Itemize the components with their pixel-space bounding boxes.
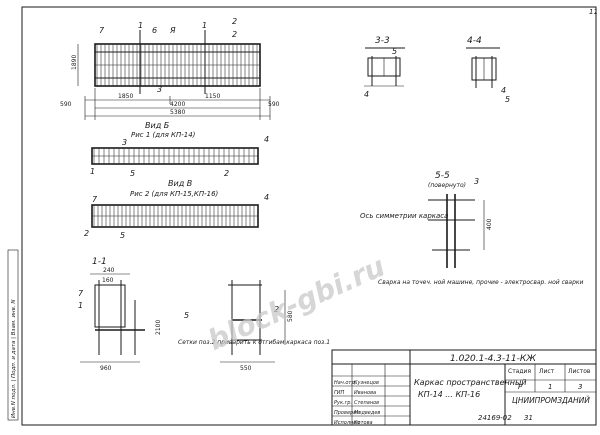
- view-1-1-callout-5: 5: [184, 311, 189, 320]
- view-5-5: [428, 194, 485, 268]
- view-b-subtitle: Рис 1 (для КП-14): [131, 131, 196, 139]
- cut-mark-a: Я: [169, 26, 176, 35]
- signature-role: Исполнил: [334, 420, 361, 426]
- view-v-title: Вид В: [168, 179, 192, 188]
- title-block: [331, 349, 597, 426]
- dim-1850: 1850: [118, 93, 133, 100]
- view-4-4-title: 4-4: [467, 36, 482, 46]
- dim-580: 580: [287, 310, 294, 322]
- view-v-callout-2: 2: [84, 229, 89, 238]
- sheet-number: 31: [524, 414, 533, 422]
- signature-name: Медведев: [354, 410, 380, 416]
- view-5-5-title: 5-5: [435, 171, 450, 181]
- view-4-4-callout-4: 4: [501, 86, 506, 95]
- view-4-4: [466, 47, 500, 88]
- view-1-1-callout-1: 1: [78, 301, 83, 310]
- callout-1: 1: [202, 21, 207, 30]
- sheet-header: Лист: [539, 368, 555, 375]
- left-stamp-box: [7, 249, 19, 421]
- callout-7: 7: [99, 26, 105, 35]
- view-4-4-callout-5: 5: [505, 95, 510, 104]
- view-1-1-title: 1-1: [92, 257, 107, 267]
- dim-590-left: 590: [60, 101, 72, 108]
- view-v-callout-4: 4: [264, 193, 269, 202]
- dim-240: 240: [103, 267, 115, 274]
- view-3-3-callout-5: 5: [392, 47, 397, 56]
- note-symmetry-axis: Ось симметрии каркаса: [360, 212, 448, 220]
- view-b: [91, 147, 259, 165]
- dim-160: 160: [102, 277, 114, 284]
- item-name-line2: КП-14 ... КП-16: [418, 390, 480, 399]
- callout-3: 3: [157, 85, 162, 94]
- dim-1890: 1890: [71, 55, 78, 70]
- signature-role: Нач.отд.: [334, 380, 356, 386]
- inventory-number: 24169-02: [478, 414, 512, 422]
- left-stamp-text: Инв.N подл. | Подп. и дата | Взам. инв. …: [11, 300, 17, 419]
- signature-role: ГИП: [334, 390, 345, 396]
- organization: ЦНИИПРОМЗДАНИЙ: [512, 396, 590, 405]
- dim-2100: 2100: [155, 320, 162, 335]
- item-name-line1: Каркас пространственный: [414, 378, 526, 387]
- view-1-1-callout-7: 7: [78, 289, 84, 298]
- note-welding: Сварка на точеч. ной машине, прочие - эл…: [378, 279, 584, 286]
- view-5-5-callout-3: 3: [474, 177, 479, 186]
- note-weld-meshes: Сетки поз.2 приварить к отгибам каркаса …: [178, 339, 330, 346]
- view-5-5-note: (повернуто): [428, 182, 466, 189]
- signature-role: Проверил: [334, 410, 360, 416]
- view-1-1-callout-2: 2: [274, 305, 279, 314]
- view-3-3-title: 3-3: [375, 36, 390, 46]
- dim-960-left: 960: [100, 365, 112, 372]
- view-b-callout-2: 2: [224, 169, 229, 178]
- cut-mark-1: 1: [138, 21, 143, 30]
- dim-1150: 1150: [205, 93, 220, 100]
- view-v-subtitle: Рис 2 (для КП-15,КП-16): [130, 190, 219, 198]
- view-b-callout-4: 4: [264, 135, 269, 144]
- cut-mark-2: 2: [232, 30, 237, 39]
- view-b-title: Вид Б: [145, 121, 170, 130]
- sheet-frame: [21, 6, 597, 426]
- view-b-callout-5: 5: [130, 169, 135, 178]
- sheet-value: 1: [548, 383, 552, 391]
- dim-5380: 5380: [170, 109, 185, 116]
- signature-name: Степанов: [354, 400, 379, 406]
- stage-value: Р: [518, 383, 523, 391]
- view-3-3-callout-4: 4: [364, 90, 369, 99]
- view-b-callout-3: 3: [122, 138, 127, 147]
- dim-590-right: 590: [268, 101, 280, 108]
- callout-6: 6: [152, 26, 157, 35]
- left-stamp: Инв.N подл. | Подп. и дата | Взам. инв. …: [7, 249, 19, 421]
- signature-name: Кузнецов: [354, 380, 379, 386]
- signature-role: Рук.гр.: [334, 400, 352, 406]
- view-v-callout-7: 7: [92, 195, 98, 204]
- view-3-3: [364, 47, 405, 87]
- view-b-callout-1: 1: [90, 167, 95, 176]
- view-1-1: [80, 273, 286, 363]
- main-elevation: [77, 30, 271, 120]
- dim-400: 400: [486, 218, 493, 230]
- doc-code: 1.020.1-4.3-11-КЖ: [450, 354, 536, 364]
- signature-name: Котова: [354, 420, 373, 426]
- corner-mark: 11: [589, 8, 598, 16]
- dim-4200: 4200: [170, 101, 185, 108]
- stage-header: Стадия: [508, 368, 531, 375]
- signature-name: Иванова: [354, 390, 376, 396]
- sheets-value: 3: [578, 383, 582, 391]
- sheets-header: Листов: [568, 368, 591, 375]
- callout-2: 2: [232, 17, 237, 26]
- view-v-callout-5: 5: [120, 231, 125, 240]
- view-v: [91, 204, 259, 228]
- dim-550: 550: [240, 365, 252, 372]
